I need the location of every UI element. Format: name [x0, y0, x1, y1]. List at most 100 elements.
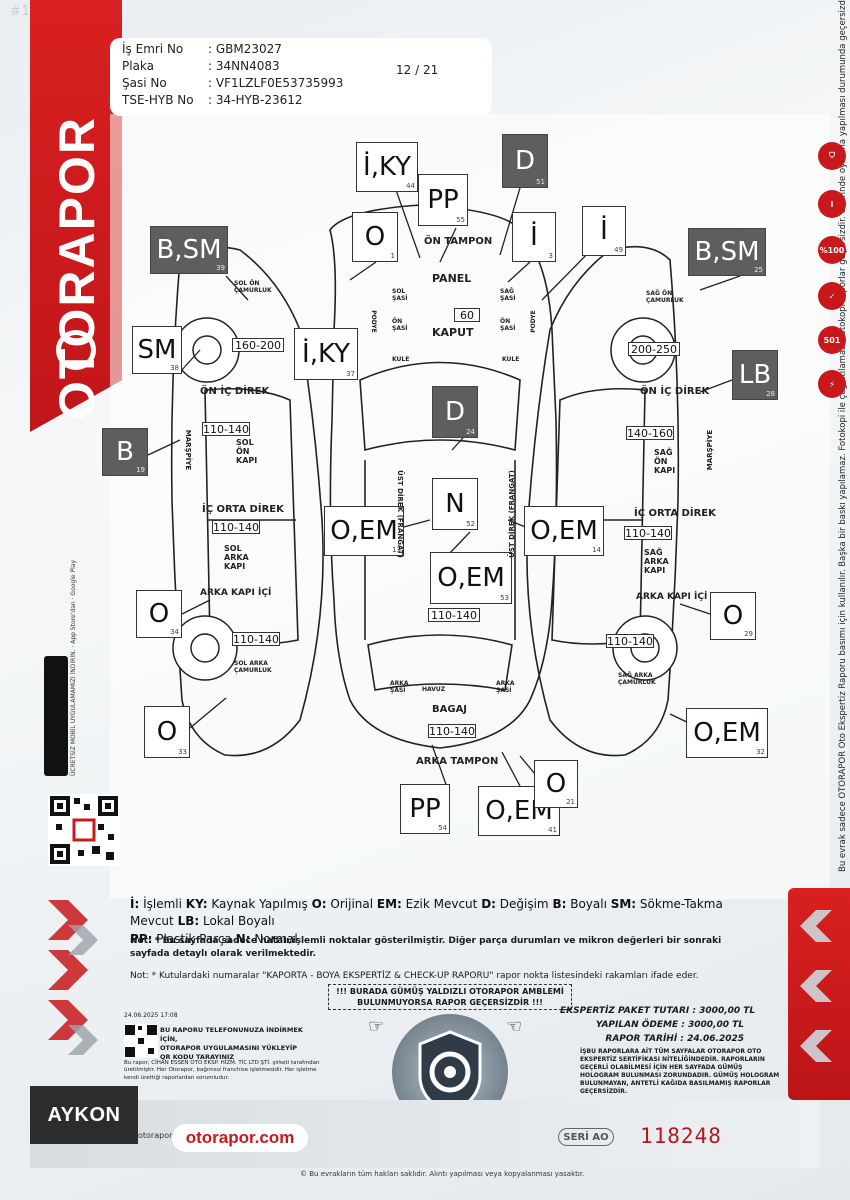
dealer-logo: AYKON — [30, 1086, 138, 1144]
measure-trunk: 110-140 — [428, 724, 476, 738]
badge-501: 501 — [818, 326, 846, 354]
part-podye-left: PODYE — [369, 310, 377, 333]
part-marspiye-left: MARŞPİYE — [184, 429, 193, 471]
app-download-text: ÜCRETSİZ MOBİL UYGULAMAMIZI İNDİRİN. · A… — [70, 560, 77, 776]
badge-check-icon: ✓ — [818, 282, 846, 310]
work-order-row: İş Emri No: GBM23027 — [122, 42, 282, 56]
report-date: RAPOR TARİHİ : 24.06.2025 — [605, 1034, 744, 1044]
part-sag-on-camurluk: SAĞ ÖN ÇAMURLUK — [646, 290, 684, 304]
part-on-tampon: ÖN TAMPON — [424, 236, 493, 247]
part-sag-arka-kapi: SAĞ ARKA KAPI — [644, 548, 669, 575]
badge-percent: %100 — [818, 236, 846, 264]
part-sag-sasi: SAĞ ŞASİ — [500, 288, 516, 302]
measure-left-rear-door: 110-140 — [212, 520, 260, 534]
part-sag-on-kapi: SAĞ ÖN KAPI — [654, 448, 676, 475]
qr-code-icon[interactable] — [48, 794, 120, 866]
note-1: Not: * Bu sayfada sadece hatalı/işlemli … — [130, 936, 722, 959]
part-sol-arka-kapi: SOL ARKA KAPI — [224, 544, 249, 571]
print-timestamp: 24.06.2025 17:08 — [124, 1012, 178, 1019]
part-bagaj: BAGAJ — [432, 704, 468, 715]
measure-left-fender: 160-200 — [232, 338, 284, 352]
qr-instruction: BU RAPORU TELEFONUNUZA İNDİRMEK İÇİN, OT… — [160, 1026, 303, 1062]
part-sol-arka-camurluk: SOL ARKA ÇAMURLUK — [234, 660, 272, 674]
footer-brand-small: otorapor — [138, 1131, 173, 1140]
badge-lightning-icon: ⚡ — [818, 370, 846, 398]
hologram-warning: !!! BURADA GÜMÜŞ YALDIZLI OTORAPOR AMBLE… — [328, 984, 572, 1010]
part-ust-direk-left: ÜST DİREK (FRANGAT) — [395, 470, 404, 558]
badge-info-icon: i — [818, 190, 846, 218]
measure-right-fender: 200-250 — [628, 342, 680, 356]
part-on-ic-direk-left: ÖN İÇ DİREK — [200, 386, 270, 397]
part-on-ic-direk-right: ÖN İÇ DİREK — [640, 386, 710, 397]
part-arka-kapi-ici-left: ARKA KAPI İÇİ — [200, 588, 272, 598]
small-qr-icon[interactable] — [124, 1024, 158, 1058]
paid-fee: YAPILAN ÖDEME : 3000,00 TL — [595, 1020, 744, 1030]
part-sol-on-kapi: SOL ÖN KAPI — [236, 438, 258, 465]
tse-row: TSE-HYB No: 34-HYB-23612 — [122, 93, 303, 107]
part-marspiye-right: MARŞPİYE — [706, 429, 715, 471]
chassis-row: Şasi No: VF1LZLF0E53735993 — [122, 76, 344, 90]
chevron-pattern-icon — [48, 900, 98, 1055]
pointing-hand-right-icon: ☜ — [506, 1016, 523, 1037]
part-kule-right: KULE — [502, 356, 520, 363]
part-ust-direk-right: ÜST DİREK (FRANGAT) — [507, 470, 516, 558]
part-arka-sasi-right: ARKA ŞASİ — [496, 680, 515, 694]
brand-logo-icon — [56, 330, 96, 370]
page-number: 12 / 21 — [396, 63, 439, 77]
measure-roof: 110-140 — [428, 608, 480, 622]
part-ic-orta-direk-right: İÇ ORTA DİREK — [634, 508, 716, 519]
package-fee: EKSPERTİZ PAKET TUTARI : 3000,00 TL — [560, 1006, 756, 1016]
measure-left-rear-fender: 110-140 — [232, 632, 280, 646]
chevron-pattern-right-icon — [800, 910, 832, 1062]
badge-shield-icon: ⛉ — [818, 142, 846, 170]
right-disclaimer: Bu evrak sadece OTORAPOR Oto Ekspertiz R… — [838, 0, 848, 872]
app-store-strip[interactable] — [44, 656, 68, 776]
part-kaput: KAPUT — [432, 326, 474, 339]
part-havuz: HAVUZ — [422, 686, 446, 693]
part-panel: PANEL — [432, 272, 472, 285]
rules-text: İŞBU RAPORLARA AİT TÜM SAYFALAR OTORAPOR… — [580, 1048, 780, 1096]
header-card: İş Emri No: GBM23027 Plaka: 34NN4083 Şas… — [110, 38, 492, 116]
part-sol-on-camurluk: SOL ÖN ÇAMURLUK — [234, 280, 272, 294]
part-sol-sasi: SOL ŞASİ — [392, 288, 408, 302]
measure-right-rear-fender: 110-140 — [606, 634, 654, 648]
legend: İ: İşlemli KY: Kaynak Yapılmış O: Orijin… — [130, 897, 723, 946]
plate-row: Plaka: 34NN4083 — [122, 59, 280, 73]
measure-kaput: 60 — [454, 308, 480, 322]
part-kule-left: KULE — [392, 356, 410, 363]
part-arka-kapi-ici-right: ARKA KAPI İÇİ — [636, 592, 708, 602]
serial-number: 118248 — [640, 1124, 722, 1148]
part-on-sol-sasi: ÖN ŞASİ — [392, 318, 408, 332]
website-link[interactable]: otorapor.com — [172, 1124, 308, 1152]
part-sag-arka-camurluk: SAĞ ARKA ÇAMURLUK — [618, 672, 656, 686]
part-arka-tampon: ARKA TAMPON — [416, 756, 499, 767]
part-arka-sasi-left: ARKA ŞASİ — [390, 680, 409, 694]
footer-bar — [30, 1100, 820, 1168]
part-ic-orta-direk-left: İÇ ORTA DİREK — [202, 504, 284, 515]
pointing-hand-left-icon: ☞ — [368, 1016, 385, 1037]
copyright: © Bu evrakların tüm hakları saklıdır. Al… — [300, 1170, 585, 1178]
measure-right-rear-door: 110-140 — [624, 526, 672, 540]
series-badge: SERİ AO — [558, 1128, 614, 1146]
